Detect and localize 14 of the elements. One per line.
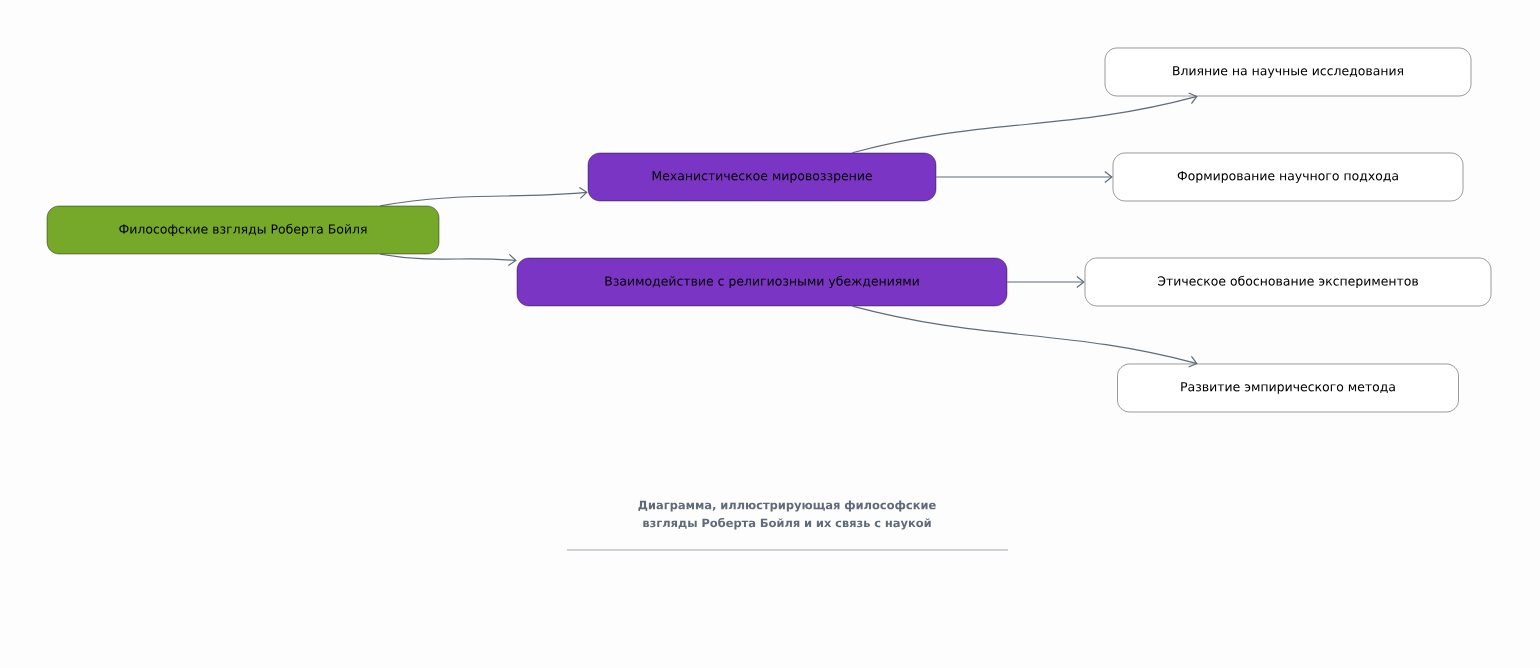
arrow <box>1006 275 1085 289</box>
arrow <box>851 92 1198 154</box>
topic-box: Механистическое мировоззрение <box>587 152 937 202</box>
caption: Диаграмма, иллюстрирующая философские взгляды Роберта Бойля и их связь с наукой <box>638 500 936 530</box>
leaf-box: Этическое обоснование экспериментов <box>1084 257 1492 307</box>
leaf-box: Развитие эмпирического метода <box>1117 363 1459 413</box>
arrow <box>935 170 1113 184</box>
leaf-box: Влияние на научные исследования <box>1104 47 1472 97</box>
leaf-box: Формирование научного подхода <box>1112 152 1464 202</box>
topic-box: Взаимодействие с религиозными убеждениями <box>516 257 1008 307</box>
arrow <box>379 253 517 266</box>
root-box: Философские взгляды Роберта Бойля <box>46 205 440 255</box>
arrow <box>379 186 588 207</box>
arrow <box>851 305 1198 368</box>
